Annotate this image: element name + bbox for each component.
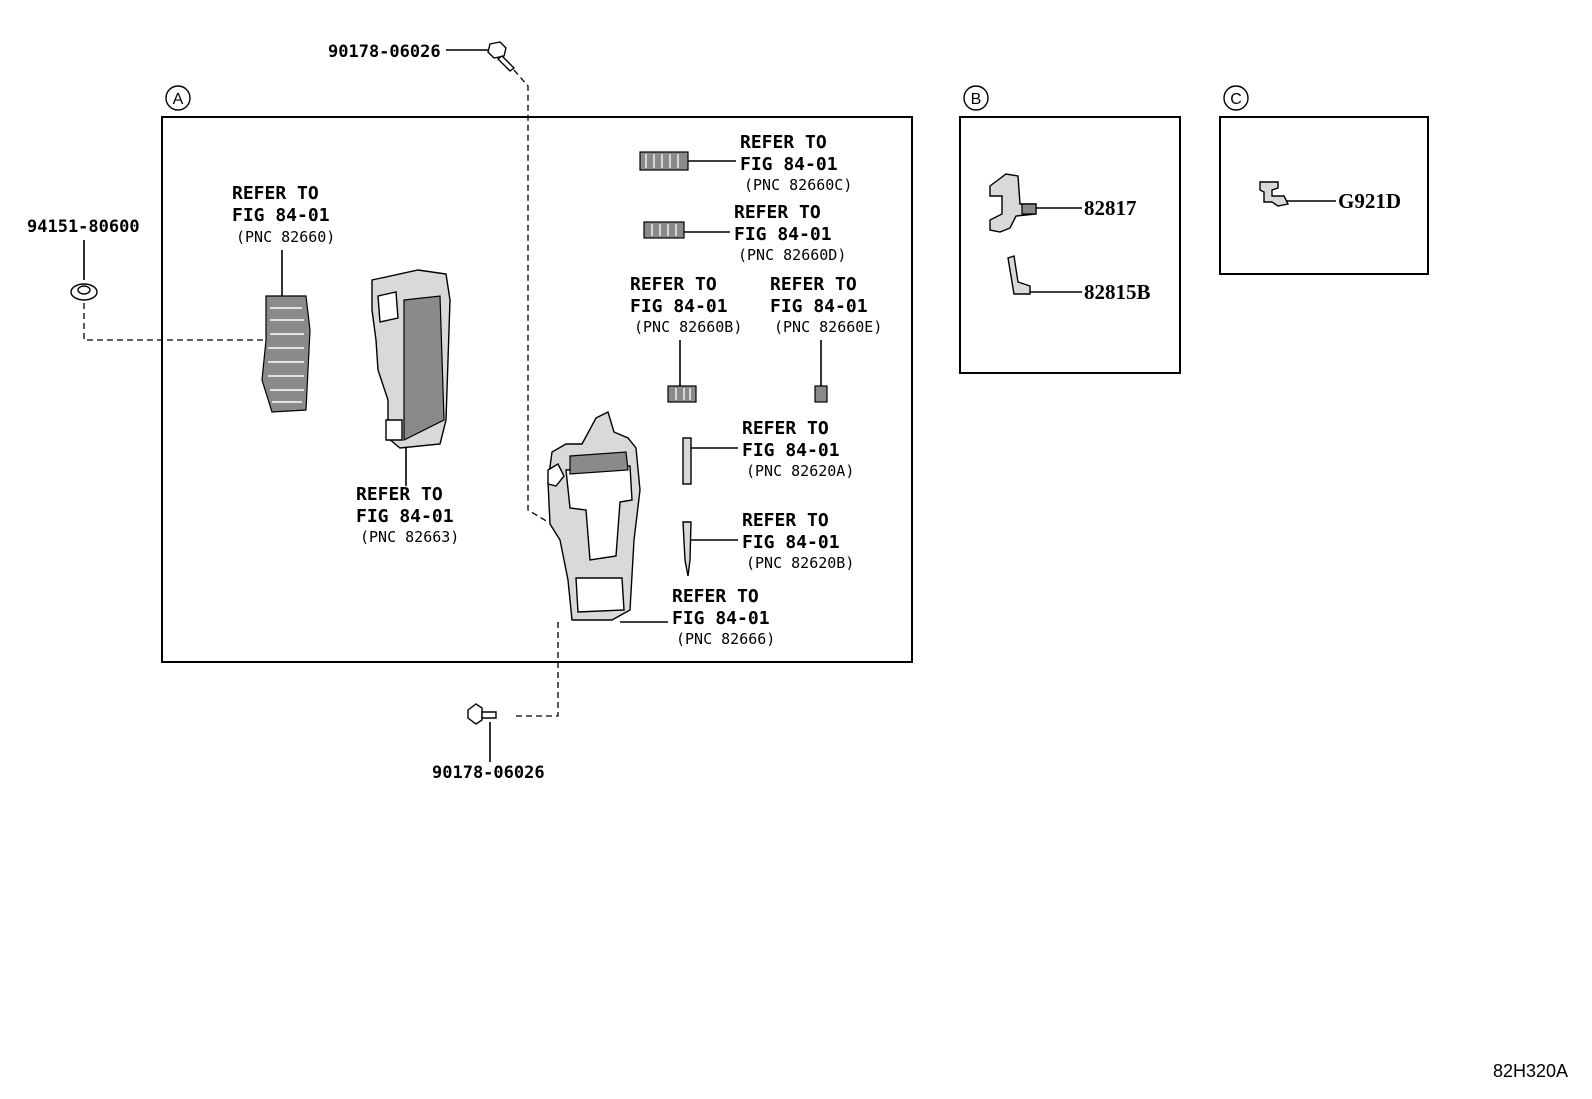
refer-82660e-line2: FIG 84-01: [770, 296, 868, 317]
callout-82660c: (PNC 82660C): [744, 176, 852, 194]
refer-82663-line2: FIG 84-01: [356, 506, 454, 527]
terminal-82620a: REFER TO FIG 84-01 (PNC 82620A): [682, 418, 854, 485]
callout-82660: (PNC 82660): [236, 228, 335, 246]
callout-82660d: (PNC 82660D): [738, 246, 846, 264]
section-c-frame: [1219, 116, 1429, 275]
refer-82663-line1: REFER TO: [356, 484, 443, 505]
section-b-marker: [963, 85, 989, 111]
nut-left-part: 94151-80600: [27, 217, 270, 341]
c-part-number: G921D: [1338, 189, 1401, 213]
refer-82660c-line1: REFER TO: [740, 132, 827, 153]
section-a: A 90178-06026 94151-80600 REFER TO FIG 8…: [27, 41, 913, 783]
cover-82663: REFER TO FIG 84-01 (PNC 82663): [356, 269, 459, 546]
refer-82666-line2: FIG 84-01: [672, 608, 770, 629]
callout-82660e: (PNC 82660E): [774, 318, 882, 336]
refer-82666-line1: REFER TO: [672, 586, 759, 607]
refer-82620a-line1: REFER TO: [742, 418, 829, 439]
section-b: B 82817 82815B: [959, 85, 1181, 374]
refer-82660b-line1: REFER TO: [630, 274, 717, 295]
screw-bottom-number: 90178-06026: [432, 763, 545, 783]
refer-82620b-line2: FIG 84-01: [742, 532, 840, 553]
section-c-marker: [1223, 85, 1249, 111]
section-a-letter: A: [173, 91, 184, 108]
callout-82620a: (PNC 82620A): [746, 462, 854, 480]
figure-code: 82H320A: [1493, 1061, 1568, 1081]
section-a-marker: [165, 85, 191, 111]
callout-82666: (PNC 82666): [676, 630, 775, 648]
section-b-letter: B: [971, 91, 982, 108]
connector-82660e: REFER TO FIG 84-01 (PNC 82660E): [770, 274, 882, 403]
refer-82620b-line1: REFER TO: [742, 510, 829, 531]
b-lower-number: 82815B: [1084, 280, 1151, 304]
callout-82663: (PNC 82663): [360, 528, 459, 546]
box-82666: REFER TO FIG 84-01 (PNC 82666): [512, 411, 775, 717]
refer-82660d-line2: FIG 84-01: [734, 224, 832, 245]
refer-82660c-line2: FIG 84-01: [740, 154, 838, 175]
b-upper-number: 82817: [1084, 196, 1137, 220]
section-b-frame: [959, 116, 1181, 374]
clip-g921d: G921D: [1259, 181, 1401, 213]
connector-82660: REFER TO FIG 84-01 (PNC 82660): [232, 183, 335, 413]
terminal-82620b: REFER TO FIG 84-01 (PNC 82620B): [682, 510, 854, 577]
refer-82620a-line2: FIG 84-01: [742, 440, 840, 461]
refer-82660-line2: FIG 84-01: [232, 205, 330, 226]
refer-82660-line1: REFER TO: [232, 183, 319, 204]
screw-bottom-part: 90178-06026: [432, 703, 545, 783]
section-c-letter: C: [1230, 91, 1242, 108]
bracket-82817: 82817: [989, 173, 1137, 233]
section-c: C G921D: [1219, 85, 1429, 275]
refer-82660e-line1: REFER TO: [770, 274, 857, 295]
screw-top-number: 90178-06026: [328, 42, 441, 62]
bracket-82815b: 82815B: [1007, 255, 1151, 304]
callout-82620b: (PNC 82620B): [746, 554, 854, 572]
nut-left-number: 94151-80600: [27, 217, 140, 237]
connector-82660c: REFER TO FIG 84-01 (PNC 82660C): [639, 132, 852, 194]
refer-82660b-line2: FIG 84-01: [630, 296, 728, 317]
callout-82660b: (PNC 82660B): [634, 318, 742, 336]
refer-82660d-line1: REFER TO: [734, 202, 821, 223]
screw-top-part: 90178-06026: [328, 41, 549, 523]
connector-82660d: REFER TO FIG 84-01 (PNC 82660D): [643, 202, 846, 264]
section-a-frame: [161, 116, 913, 663]
connector-82660b: REFER TO FIG 84-01 (PNC 82660B): [630, 274, 742, 403]
